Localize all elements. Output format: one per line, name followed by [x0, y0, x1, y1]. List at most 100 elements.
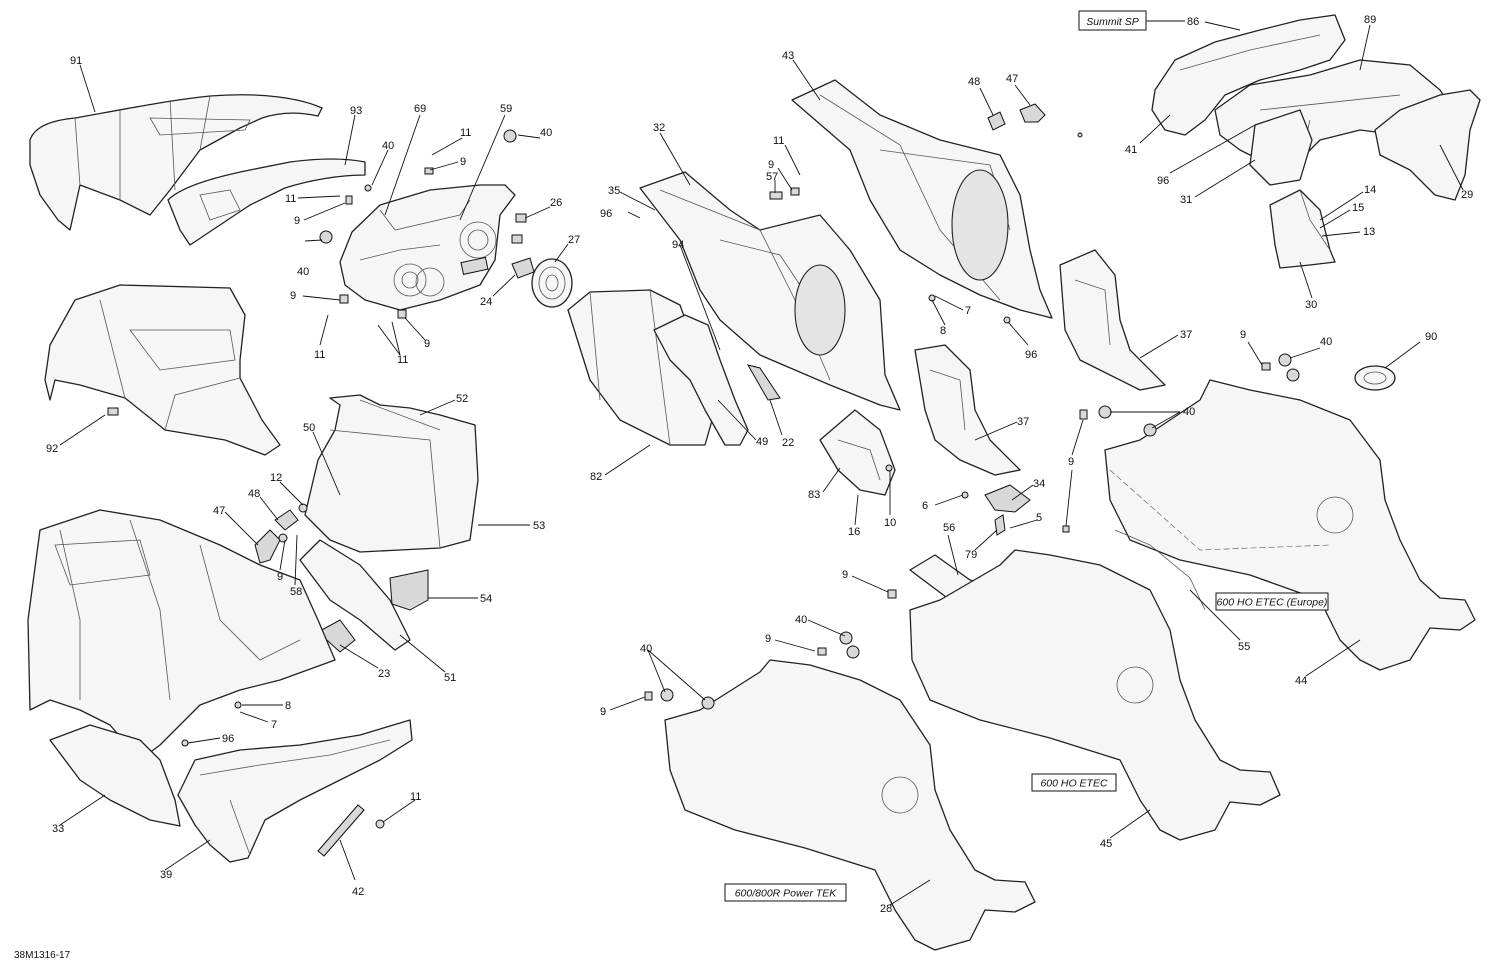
part-31-plate [1249, 109, 1313, 186]
variant-label-etec: 600 HO ETEC [1031, 773, 1117, 792]
callout-11: 11 [397, 354, 408, 366]
leader-lines [59, 21, 1464, 906]
callout-16: 16 [848, 526, 860, 538]
callout-9: 9 [460, 156, 466, 168]
callout-47: 47 [1006, 73, 1018, 85]
callout-48: 48 [968, 76, 980, 88]
callout-69: 69 [414, 103, 426, 115]
document-id: 38M1316-17 [14, 950, 71, 961]
part-55-strip [1114, 529, 1206, 611]
callout-83: 83 [808, 489, 820, 501]
callout-9: 9 [1068, 456, 1074, 468]
part-30-bracket [1269, 189, 1336, 269]
svg-text:600 HO ETEC (Europe): 600 HO ETEC (Europe) [1217, 597, 1328, 609]
callout-33: 33 [52, 823, 64, 835]
svg-text:600 HO ETEC: 600 HO ETEC [1040, 778, 1108, 790]
callout-9: 9 [424, 338, 430, 350]
callout-40: 40 [640, 643, 652, 655]
callout-10: 10 [884, 517, 896, 529]
callout-94: 94 [672, 239, 684, 251]
callout-8: 8 [285, 700, 291, 712]
callout-40: 40 [1320, 336, 1332, 348]
callout-9: 9 [765, 633, 771, 645]
part-37-vent-upper [1059, 249, 1166, 391]
callout-31: 31 [1180, 194, 1192, 206]
part-33-side-panel [27, 509, 336, 761]
callout-92: 92 [46, 443, 58, 455]
part-86-summit-panel [1151, 14, 1346, 136]
callout-37: 37 [1180, 329, 1192, 341]
callout-14: 14 [1364, 184, 1376, 196]
callout-55: 55 [1238, 641, 1250, 653]
callout-29: 29 [1461, 189, 1473, 201]
part-32-side-panel [639, 171, 901, 411]
variant-label-summit-sp: Summit SP [1078, 10, 1147, 31]
callout-96: 96 [1025, 349, 1037, 361]
part-34-latch [984, 484, 1031, 536]
callout-9: 9 [277, 571, 283, 583]
part-51-inner-panel [299, 539, 411, 651]
callout-28: 28 [880, 903, 892, 915]
callout-34: 34 [1033, 478, 1045, 490]
variant-label-etec-europe: 600 HO ETEC (Europe) [1215, 592, 1329, 611]
callout-47: 47 [213, 505, 225, 517]
part-37-vent-lower [914, 344, 1021, 476]
part-44-bottom-pan-europe [1104, 379, 1476, 671]
part-54-cover [389, 569, 429, 611]
callout-41: 41 [1125, 144, 1137, 156]
callout-53: 53 [533, 520, 545, 532]
callout-43: 43 [782, 50, 794, 62]
callout-11: 11 [314, 349, 325, 361]
part-28-bottom-pan-powertek [664, 659, 1036, 951]
part-48-clip-upper [987, 111, 1006, 131]
part-91-windshield [29, 94, 323, 231]
callout-44: 44 [1295, 675, 1307, 687]
callout-13: 13 [1363, 226, 1375, 238]
part-27-bulb-ring [531, 258, 573, 308]
callout-11: 11 [285, 193, 296, 205]
callout-96: 96 [1157, 175, 1169, 187]
callout-91: 91 [70, 55, 82, 67]
callout-49: 49 [756, 436, 768, 448]
callout-12: 12 [270, 472, 282, 484]
callout-8: 8 [940, 325, 946, 337]
part-42-strap [317, 804, 365, 857]
part-33-lower-skirt [49, 724, 181, 827]
part-43-side-panel [791, 79, 1053, 319]
part-47-clip-upper [1019, 103, 1046, 123]
callout-9: 9 [294, 215, 300, 227]
part-39-belly-panel [177, 719, 413, 863]
part-90-ring [1354, 365, 1396, 391]
part-22-strip [746, 364, 781, 401]
callout-9: 9 [842, 569, 848, 581]
callout-89: 89 [1364, 14, 1376, 26]
part-93-deflector [167, 158, 366, 246]
callout-93: 93 [350, 105, 362, 117]
part-49-inner-cover [653, 314, 749, 446]
callout-5: 5 [1036, 512, 1042, 524]
part-69-headlight-housing [339, 184, 516, 311]
callout-40: 40 [1183, 406, 1195, 418]
callout-32: 32 [653, 122, 665, 134]
callout-42: 42 [352, 886, 364, 898]
svg-text:600/800R Power TEK: 600/800R Power TEK [735, 888, 838, 900]
callout-40: 40 [795, 614, 807, 626]
callout-7: 7 [271, 719, 277, 731]
part-92-gauge-housing [44, 284, 281, 456]
part-23-strip [317, 619, 356, 653]
callout-57: 57 [766, 171, 778, 183]
callout-23: 23 [378, 668, 390, 680]
callout-50: 50 [303, 422, 315, 434]
callout-48: 48 [248, 488, 260, 500]
callout-54: 54 [480, 593, 492, 605]
callout-24: 24 [480, 296, 492, 308]
part-24-bulb [511, 257, 535, 279]
callout-79: 79 [965, 549, 977, 561]
callout-52: 52 [456, 393, 468, 405]
svg-text:Summit SP: Summit SP [1086, 16, 1139, 28]
callout-9: 9 [290, 290, 296, 302]
callout-39: 39 [160, 869, 172, 881]
callout-35: 35 [608, 185, 620, 197]
callout-58: 58 [290, 586, 302, 598]
